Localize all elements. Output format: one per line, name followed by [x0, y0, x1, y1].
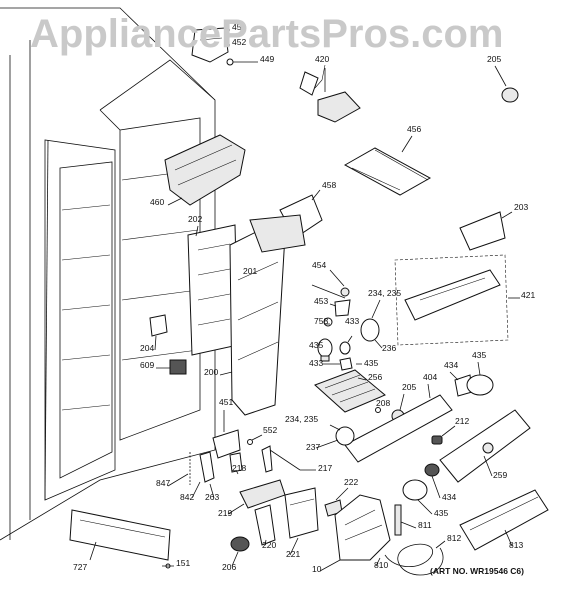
part-206-cap [230, 536, 250, 567]
callout-label-c205b: 205 [402, 382, 416, 392]
callout-label-c263: 263 [205, 492, 219, 502]
parts-217-218-263-842-847 [167, 445, 316, 499]
callout-label-c205a: 205 [487, 54, 501, 64]
bulbs-433-435 [317, 335, 362, 371]
part-421-housing [394, 254, 520, 346]
callout-label-c220: 220 [262, 540, 276, 550]
callout-label-c758: 758 [314, 316, 328, 326]
callout-label-c450: 450 [232, 22, 246, 32]
callout-label-c222: 222 [344, 477, 358, 487]
part-212 [431, 425, 456, 445]
callout-label-c421: 421 [521, 290, 535, 300]
part-420-assembly [299, 64, 361, 123]
callout-label-c812: 812 [447, 533, 461, 543]
part-203-cover [459, 211, 513, 251]
callout-label-c813: 813 [509, 540, 523, 550]
callout-label-c458: 458 [322, 180, 336, 190]
part-237-ring [315, 424, 355, 449]
callout-label-c433a: 433 [345, 316, 359, 326]
callout-label-c435a: 435 [309, 340, 323, 350]
part-256-shade [314, 369, 386, 413]
callout-label-c435d: 435 [434, 508, 448, 518]
callout-label-c810: 810 [374, 560, 388, 570]
parts-219-220-221-222 [227, 479, 349, 556]
callout-label-c609: 609 [140, 360, 154, 370]
callout-label-c203: 203 [514, 202, 528, 212]
callout-label-c202: 202 [188, 214, 202, 224]
part-451-552 [212, 410, 263, 459]
callout-label-c404: 404 [423, 372, 437, 382]
callout-label-c454: 454 [312, 260, 326, 270]
callout-label-c201: 201 [243, 266, 257, 276]
callout-label-c453: 453 [314, 296, 328, 306]
callout-label-c552: 552 [263, 425, 277, 435]
part-456-rail [343, 135, 432, 196]
part-453-454-758 [311, 269, 351, 327]
callout-label-c200: 200 [204, 367, 218, 377]
parts-810-811-812-10 [319, 494, 446, 576]
callout-label-c237: 237 [306, 442, 320, 452]
callout-labels: 450 452 449 420 205 456 458 460 203 202 201 454 234,… [73, 22, 535, 574]
callout-label-c456: 456 [407, 124, 421, 134]
art-number: (ART NO. WR19546 C6) [430, 566, 524, 576]
bulbs-434-435-right [449, 361, 494, 397]
part-236-ring [360, 299, 383, 349]
callout-label-c451: 451 [219, 397, 233, 407]
callout-label-c811: 811 [418, 520, 432, 530]
callout-label-c221: 221 [286, 549, 300, 559]
callout-label-c452: 452 [232, 37, 246, 47]
part-259-cover [439, 409, 531, 483]
bracket-449-450-452 [191, 27, 258, 66]
callout-label-c218: 218 [232, 463, 246, 473]
part-201-202-panel [187, 224, 240, 356]
watermark-text: AppliancePartsPros.com [30, 12, 504, 56]
part-813-cover [459, 489, 549, 551]
part-460-duct [164, 134, 246, 206]
part-200-panel [219, 214, 306, 416]
callout-label-c727: 727 [73, 562, 87, 572]
callout-label-c460: 460 [150, 197, 164, 207]
callout-label-c847: 847 [156, 478, 170, 488]
callout-label-c449: 449 [260, 54, 274, 64]
callout-label-c842: 842 [180, 492, 194, 502]
callout-label-c256: 256 [368, 372, 382, 382]
callout-label-c151: 151 [176, 558, 190, 568]
callout-label-c420: 420 [315, 54, 329, 64]
callout-label-c234a: 234, 235 [368, 288, 401, 298]
callout-label-c212: 212 [455, 416, 469, 426]
callout-label-c236: 236 [382, 343, 396, 353]
callout-label-c217: 217 [318, 463, 332, 473]
callout-label-c204: 204 [140, 343, 154, 353]
part-204-609 [149, 314, 187, 375]
part-404-shield [344, 383, 453, 463]
callout-label-c234b: 234, 235 [285, 414, 318, 424]
bulbs-434-435-lower [402, 463, 441, 515]
callout-label-c434a: 434 [444, 360, 458, 370]
callout-label-c208: 208 [376, 398, 390, 408]
callout-label-c206: 206 [222, 562, 236, 572]
callout-label-c435b: 435 [472, 350, 486, 360]
cabinet-liner [0, 7, 216, 541]
callout-label-c219: 219 [218, 508, 232, 518]
callout-label-c433b: 433 [309, 358, 323, 368]
callout-label-c10: 10 [312, 564, 322, 574]
callout-label-c435c: 435 [364, 358, 378, 368]
callout-label-c259: 259 [493, 470, 507, 480]
callout-label-c434b: 434 [442, 492, 456, 502]
part-727-kickplate [69, 509, 174, 569]
part-205-plug [494, 65, 519, 103]
